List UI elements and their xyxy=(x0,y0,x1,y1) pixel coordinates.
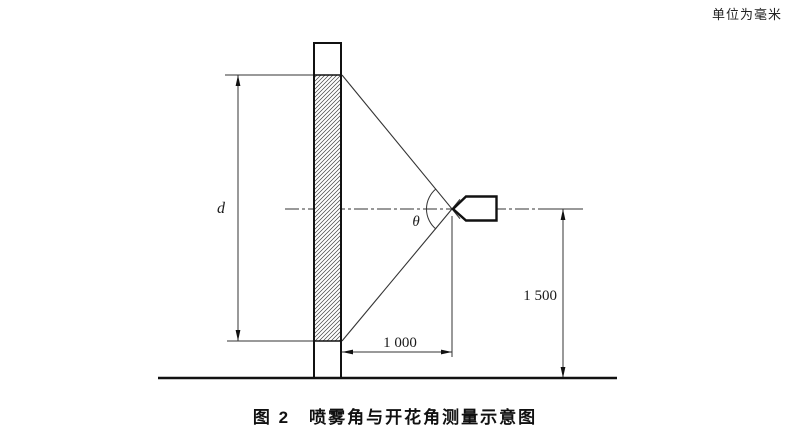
dim-1000-arrow-right-icon xyxy=(441,349,452,355)
dim-1500-arrow-up-icon xyxy=(560,209,566,220)
theta-label: θ xyxy=(412,214,420,230)
dimension-1500: 1 500 xyxy=(523,208,583,378)
d-label: d xyxy=(217,200,226,217)
target-board-hatch-area xyxy=(315,75,340,341)
spray-lower-line xyxy=(341,199,461,342)
d-arrow-down-icon xyxy=(235,330,241,341)
figure-caption: 图 2 喷雾角与开花角测量示意图 xyxy=(252,408,538,427)
dimension-d: d xyxy=(217,74,313,342)
unit-note: 单位为毫米 xyxy=(711,7,782,22)
nozzle xyxy=(451,195,498,222)
dimension-1000: 1 000 xyxy=(342,216,453,357)
dim-1000-label: 1 000 xyxy=(383,335,417,351)
target-board xyxy=(313,42,342,379)
d-arrow-up-icon xyxy=(235,75,241,86)
dim-1500-label: 1 500 xyxy=(523,288,557,304)
spray-upper-line xyxy=(341,74,461,220)
angle-arc xyxy=(426,188,437,230)
dim-1500-arrow-down-icon xyxy=(560,367,566,378)
dim-1000-arrow-left-icon xyxy=(342,349,353,355)
